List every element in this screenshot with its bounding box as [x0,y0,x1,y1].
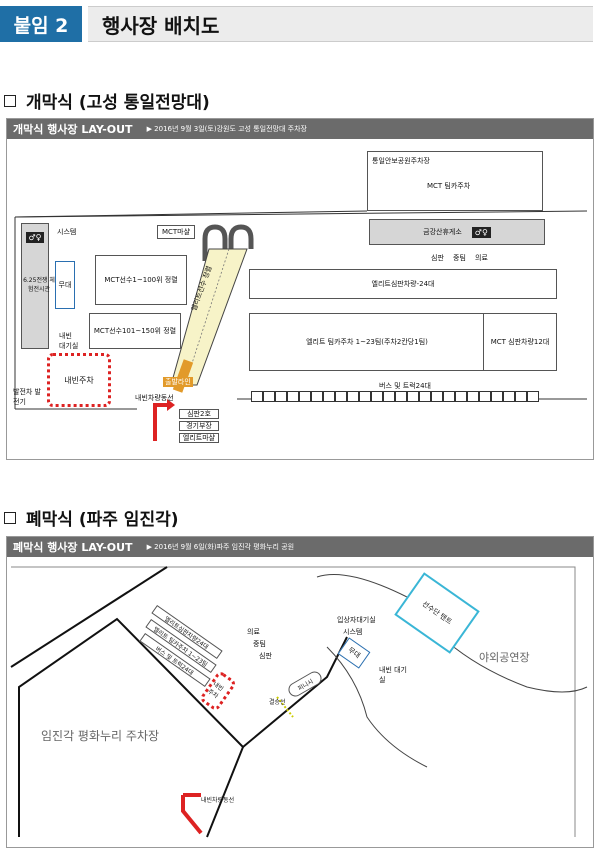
map2-subtitle: ▶ 2016년 9월 6일(화)파주 임진각 평화누리 공원 [146,543,295,551]
mct-referee-box: MCT 심판차량12대 [483,313,557,371]
referee-label-2: 심판 [259,652,272,660]
restroom-icon: ♂♀ [471,226,491,238]
generator-label: 발전차 발전기 [13,388,41,406]
parking-slot [503,391,515,402]
vip-route-label: 내빈차량동선 [135,394,174,402]
referee-label-top: 심판 [431,254,444,262]
parking-slot [431,391,443,402]
system-label-2: 시스템 [343,628,363,636]
vip-route-arrow-icon-2 [181,793,203,835]
team-label-top: 중팀 [453,254,466,262]
map-title-bar: 개막식 행사장 LAY-OUT ▶ 2016년 9월 3일(토)강원도 고성 통… [7,119,593,139]
opening-layout-map: 개막식 행사장 LAY-OUT ▶ 2016년 9월 3일(토)강원도 고성 통… [6,118,594,460]
parking-slot [347,391,359,402]
unification-parking-label: 통일안보공원주차장 [372,157,430,165]
mct-team-parking-label: MCT 팀카주차 [427,182,471,190]
medical-label-top: 의료 [475,254,488,262]
rest-area-label: 금강산휴게소 [423,228,462,236]
elite-marshal-box: 엘리트마샬 [179,433,219,443]
parking-slot [299,391,311,402]
attachment-badge: 붙임 2 [0,6,82,42]
map2-title: 폐막식 행사장 LAY-OUT [13,541,133,554]
parking-slot [287,391,299,402]
war-memorial-label: 6.25전쟁 체험전시관 [23,277,55,293]
parking-slot [527,391,539,402]
parking-slot [275,391,287,402]
parking-slot [467,391,479,402]
elite-team-parking-box: 엘리트 팀카주차 1~23팀(주차2칸당1팀) [249,313,485,371]
vip-route-label-2: 내빈차량동선 [201,797,235,804]
race-hq-box: 경기부장 [179,421,219,431]
parking-slot [407,391,419,402]
parking-slot [395,391,407,402]
start-line-label: 출발라인 [163,377,193,387]
finish-line-label: 결승선 [269,699,286,706]
map-subtitle: ▶ 2016년 9월 3일(토)강원도 고성 통일전망대 주차장 [146,125,307,133]
checkbox-square-icon-2 [4,511,16,524]
parking-slot [419,391,431,402]
u-turn-arrows-icon [202,224,254,261]
unification-parking-box: 통일안보공원주차장 [367,151,543,211]
parking-slot [335,391,347,402]
rest-area-box: 금강산휴게소 ♂♀ [369,219,545,245]
parking-slot [479,391,491,402]
team-label-2: 중팀 [253,640,266,648]
map-title: 개막식 행사장 LAY-OUT [13,123,133,136]
parking-slot [323,391,335,402]
section1-heading: 개막식 (고성 통일전망대) [4,88,210,113]
parking-slot [263,391,275,402]
page-title: 행사장 배치도 [88,6,593,42]
section2-title: 폐막식 (파주 임진각) [26,510,179,530]
mct-riders-2-box: MCT선수101~150위 정렬 [89,313,181,349]
parking-slot [455,391,467,402]
imjingak-parking-label: 임진각 평화누리 주차장 [41,729,160,743]
bus-truck-label: 버스 및 트럭24대 [379,382,431,390]
parking-slot [251,391,263,402]
mct-riders-1-box: MCT선수1~100위 정렬 [95,255,187,305]
restroom-icon-left: ♂♀ [26,232,44,243]
referee2-box: 심판2호 [179,409,219,419]
section1-title: 개막식 (고성 통일전망대) [26,93,210,113]
elite-referee-box: 엘리트심판차량-24대 [249,269,557,299]
stage-box: 무대 [55,261,75,309]
map2-title-bar: 폐막식 행사장 LAY-OUT ▶ 2016년 9월 6일(화)파주 임진각 평… [7,537,593,557]
checkbox-square-icon [4,94,16,107]
war-memorial-box: ♂♀ [21,223,49,349]
parking-slot [515,391,527,402]
parking-slot [443,391,455,402]
award-wait-label: 입상자대기실 [337,616,376,624]
medical-label-2: 의료 [247,628,260,636]
system-label: 시스템 [57,228,77,236]
parking-slot [491,391,503,402]
mct-marshal-box: MCT마샬 [157,225,195,239]
bus-truck-slots [251,391,539,402]
vip-route-arrow-icon [153,399,175,441]
closing-layout-map: 폐막식 행사장 LAY-OUT ▶ 2016년 9월 6일(화)파주 임진각 평… [6,536,594,848]
vip-wait-label: 내빈 대기실 [59,332,79,350]
section2-heading: 폐막식 (파주 임진각) [4,505,179,530]
vip-wait-label-2: 내빈 대기실 [379,666,407,684]
parking-slot [311,391,323,402]
parking-slot [383,391,395,402]
vip-parking-area: 내빈주차 [47,353,111,407]
parking-slot [359,391,371,402]
parking-slot [371,391,383,402]
outdoor-stage-label: 야외공연장 [479,651,530,664]
